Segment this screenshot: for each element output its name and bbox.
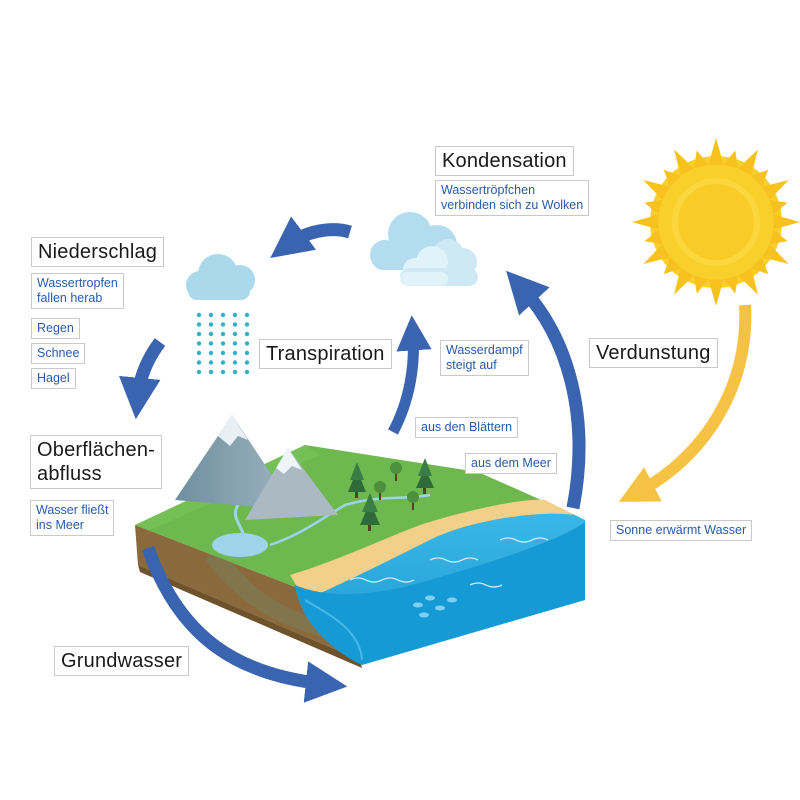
label-transpiration: Transpiration	[259, 339, 392, 369]
arrow-down-precipitation	[119, 338, 166, 420]
rain-cloud-icon	[186, 254, 255, 375]
rain-drop	[220, 312, 226, 318]
sun-ray	[762, 244, 789, 264]
label-verdunstung: Verdunstung	[589, 338, 718, 368]
rain-drop	[220, 360, 226, 365]
rain-drop	[196, 350, 202, 356]
rain-drop	[232, 322, 238, 327]
sun-ray	[773, 214, 800, 230]
sun-ray	[632, 214, 659, 230]
rain-drop	[220, 350, 226, 356]
rain-drop	[196, 360, 202, 365]
sun-ray	[723, 275, 739, 294]
rain-drop	[208, 312, 214, 318]
sun-ray	[708, 138, 724, 165]
label-kondensation-desc: Wassertröpfchen verbinden sich zu Wolken	[435, 180, 590, 216]
cloud-icon	[370, 212, 478, 286]
sun-ray	[751, 169, 769, 187]
sun-ray	[693, 275, 709, 294]
label-schnee: Schnee	[31, 343, 86, 364]
rain-drop	[244, 350, 250, 356]
rain-drop	[196, 322, 202, 327]
rain-drop	[244, 360, 250, 365]
sun-ray	[762, 180, 789, 200]
rain-drop	[244, 369, 250, 375]
rain-drop	[196, 312, 202, 318]
rain-drop	[196, 369, 202, 375]
arrow-transpiration	[388, 315, 432, 435]
sun-ray	[643, 244, 670, 264]
sun-ray	[751, 257, 769, 275]
sun-ray	[644, 199, 663, 215]
mountain-left	[175, 415, 295, 510]
label-aus-meer: aus dem Meer	[465, 453, 557, 474]
sun-ray	[663, 257, 681, 275]
rain-drop	[244, 322, 250, 327]
label-sonne-desc: Sonne erwärmt Wasser	[610, 520, 753, 541]
sun-ray	[663, 169, 681, 187]
label-aus-blaettern: aus den Blättern	[415, 417, 519, 438]
sun-ray	[723, 150, 739, 169]
rain-drop	[208, 350, 214, 356]
rain-drop	[244, 312, 250, 318]
rain-drop	[208, 341, 214, 346]
label-niederschlag: Niederschlag	[31, 237, 165, 267]
rain-drop	[244, 341, 250, 346]
rain-drop	[244, 331, 250, 337]
arrow-evaporation	[506, 270, 586, 510]
rain-drop	[196, 331, 202, 337]
rain-drop	[196, 341, 202, 346]
sun-ray	[644, 229, 663, 245]
rain-drop	[208, 331, 214, 337]
arrow-to-precipitation	[270, 216, 352, 259]
sun-ray	[693, 150, 709, 169]
sun-ray	[708, 279, 724, 306]
rain-drop	[208, 360, 214, 365]
lake	[212, 533, 268, 557]
beach	[290, 499, 575, 600]
rain-drop	[208, 322, 214, 327]
rain-drop	[232, 312, 238, 318]
rain-drop	[232, 369, 238, 375]
label-grundwasser: Grundwasser	[54, 646, 190, 676]
fish-school	[413, 595, 457, 618]
rain-drop	[220, 331, 226, 337]
sun-ray	[674, 268, 694, 295]
label-regen: Regen	[31, 318, 80, 339]
rain-drop	[232, 360, 238, 365]
sun-ray	[769, 199, 788, 215]
rain-drop	[220, 369, 226, 375]
sun-icon	[632, 138, 800, 306]
label-hagel: Hagel	[31, 368, 76, 389]
landscape-block	[135, 415, 585, 668]
sun-ray	[738, 149, 758, 176]
trees	[348, 458, 434, 531]
sun-ray	[643, 180, 670, 200]
rain-drop	[220, 322, 226, 327]
sun-ray	[769, 229, 788, 245]
rain-drop	[232, 341, 238, 346]
label-kondensation: Kondensation	[435, 146, 574, 176]
rain-drop	[208, 369, 214, 375]
arrow-sun-heat	[618, 304, 752, 502]
label-oberflaechen-desc: Wasser fließt ins Meer	[30, 500, 115, 536]
sun-ray	[674, 149, 694, 176]
rain-drop	[220, 341, 226, 346]
mountain-right	[245, 448, 338, 520]
label-oberflaechenabfluss: Oberflächen- abfluss	[30, 435, 163, 489]
arrow-groundwater	[141, 545, 348, 703]
label-wasserdampf: Wasserdampf steigt auf	[440, 340, 529, 376]
sun-ray	[738, 268, 758, 295]
rain-drops	[196, 312, 250, 375]
label-niederschlag-desc: Wassertropfen fallen herab	[31, 273, 124, 309]
rain-drop	[232, 350, 238, 356]
rain-drop	[232, 331, 238, 337]
